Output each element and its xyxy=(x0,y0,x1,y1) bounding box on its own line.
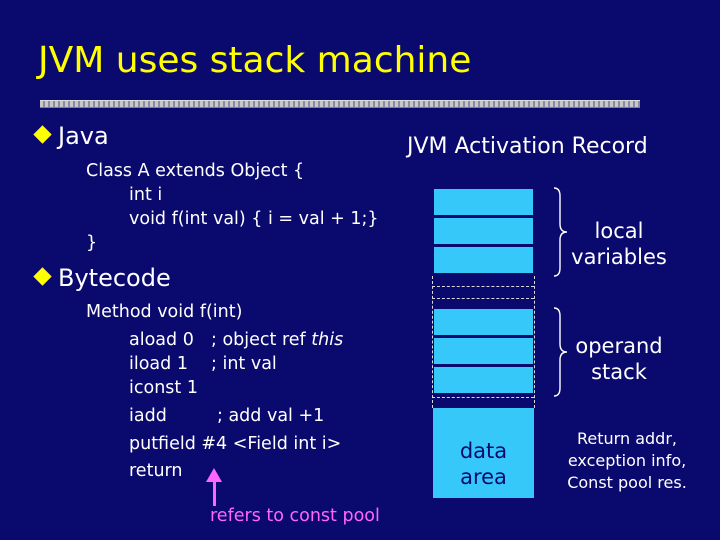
bytecode-iload-comment: ; int val xyxy=(211,354,277,374)
java-line-3: void f(int val) { i = val + 1;} xyxy=(129,209,379,229)
local-variable-cell xyxy=(433,217,534,245)
data-area-label-1: data xyxy=(459,439,508,463)
local-variable-cell xyxy=(433,246,534,274)
data-note-1: Return addr, xyxy=(577,429,677,448)
java-line-4: } xyxy=(86,233,98,253)
frame-separator-3 xyxy=(432,397,534,398)
slide-title: JVM uses stack machine xyxy=(38,40,472,81)
data-note-3: Const pool res. xyxy=(567,473,687,492)
frame-separator-1 xyxy=(432,286,534,287)
operand-stack-cell xyxy=(433,366,534,394)
bytecode-putfield: putfield #4 <Field int i> xyxy=(129,434,342,454)
local-label-2: variables xyxy=(571,245,667,269)
data-area-block: data area xyxy=(433,408,534,498)
arrow-shaft xyxy=(213,480,216,506)
operand-label-2: stack xyxy=(591,360,647,384)
frame-separator-2 xyxy=(432,298,534,299)
local-label-1: local xyxy=(594,219,644,243)
frame-right-dashed xyxy=(534,276,535,408)
bytecode-iadd: iadd xyxy=(129,406,167,426)
title-divider xyxy=(40,100,640,108)
bytecode-aload-comment: ; object ref this xyxy=(211,328,343,352)
bytecode-line-method: Method void f(int) xyxy=(86,302,243,322)
bullet-bytecode: Bytecode xyxy=(33,264,171,292)
bytecode-iadd-comment: ; add val +1 xyxy=(217,406,325,426)
comment-this: this xyxy=(311,330,344,350)
operand-label-1: operand xyxy=(575,334,663,358)
data-note-2: exception info, xyxy=(567,451,687,470)
bytecode-iconst: iconst 1 xyxy=(129,378,198,398)
bytecode-return: return xyxy=(129,461,183,481)
bullet-java: Java xyxy=(33,122,109,150)
java-line-1: Class A extends Object { xyxy=(86,161,305,181)
bytecode-iload: iload 1 xyxy=(129,354,188,374)
local-brace-icon xyxy=(553,187,568,277)
const-pool-note: refers to const pool xyxy=(210,506,380,526)
diamond-bullet-icon xyxy=(33,267,52,286)
operand-stack-cell xyxy=(433,337,534,365)
up-arrow-icon xyxy=(206,468,222,482)
bullet-java-label: Java xyxy=(58,122,109,150)
operand-brace-icon xyxy=(553,307,568,397)
bullet-bytecode-label: Bytecode xyxy=(58,264,171,292)
diamond-bullet-icon xyxy=(33,125,52,144)
frame-left-dashed xyxy=(432,276,433,408)
operand-stack-cell xyxy=(433,308,534,336)
java-line-2: int i xyxy=(129,185,163,205)
activation-record-title: JVM Activation Record xyxy=(407,134,648,159)
local-variable-cell xyxy=(433,188,534,216)
bytecode-aload: aload 0 xyxy=(129,330,194,350)
data-area-label-2: area xyxy=(460,465,507,489)
comment-text: ; object ref xyxy=(211,330,312,350)
